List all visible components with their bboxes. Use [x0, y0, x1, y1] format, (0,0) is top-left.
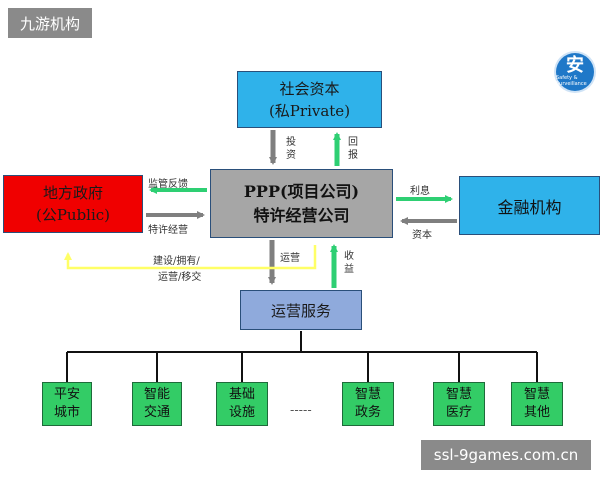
finance-title: 金融机构	[497, 197, 562, 217]
ppp-title: PPP(项目公司)	[243, 181, 360, 201]
invest-label: 投资	[286, 137, 296, 161]
leaf-line2: 政务	[354, 405, 381, 420]
leaf-box: 智能 交通	[132, 382, 182, 426]
finance-box: 金融机构	[459, 176, 600, 235]
ppp-company-box: PPP(项目公司) 特许经营公司	[210, 169, 393, 238]
supervise-label: 监管反馈	[148, 179, 188, 190]
operations-title: 运营服务	[270, 301, 331, 320]
ellipsis: -----	[290, 403, 312, 417]
leaf-box: 平安 城市	[42, 382, 92, 426]
site-url: ssl-9games.com.cn	[421, 440, 591, 470]
logo-sub: Safety & Surveillance	[556, 75, 587, 87]
leaf-line2: 医疗	[445, 405, 472, 420]
leaf-line1: 智能	[143, 387, 170, 402]
shield-logo-icon: 安 Safety & Surveillance	[556, 53, 594, 91]
build-label-1: 建设/拥有/	[153, 256, 200, 267]
logo-char: 安	[566, 55, 584, 76]
leaf-box: 智慧 其他	[511, 382, 563, 426]
income-label: 收益	[344, 251, 354, 275]
leaf-line2: 其他	[523, 405, 550, 420]
leaf-line1: 智慧	[354, 387, 381, 402]
social-capital-title: 社会资本	[279, 79, 340, 98]
leaf-line2: 城市	[53, 405, 80, 420]
ppp-sub: 特许经营公司	[253, 205, 350, 225]
return-label: 回报	[348, 137, 358, 161]
leaf-box: 智慧 医疗	[433, 382, 485, 426]
leaf-line1: 智慧	[445, 387, 472, 402]
leaf-line2: 交通	[143, 405, 170, 420]
leaf-line2: 设施	[228, 405, 255, 420]
leaf-box: 智慧 政务	[342, 382, 394, 426]
interest-label: 利息	[410, 186, 430, 197]
leaf-line1: 智慧	[523, 387, 550, 402]
social-capital-sub: (私Private)	[268, 101, 351, 120]
site-badge: 九游机构	[8, 8, 92, 38]
franchise-label: 特许经营	[148, 225, 188, 236]
operate-label: 运营	[280, 253, 300, 264]
leaf-box: 基础 设施	[216, 382, 268, 426]
capital-label: 资本	[412, 230, 432, 241]
government-box: 地方政府 (公Public)	[3, 175, 143, 233]
government-sub: (公Public)	[35, 206, 111, 224]
government-title: 地方政府	[42, 184, 103, 202]
leaf-line1: 平安	[53, 387, 80, 402]
social-capital-box: 社会资本 (私Private)	[237, 71, 382, 128]
operations-box: 运营服务	[240, 290, 362, 330]
build-label-2: 运营/移交	[158, 272, 202, 283]
bot-line	[64, 245, 317, 270]
leaf-line1: 基础	[228, 387, 255, 402]
